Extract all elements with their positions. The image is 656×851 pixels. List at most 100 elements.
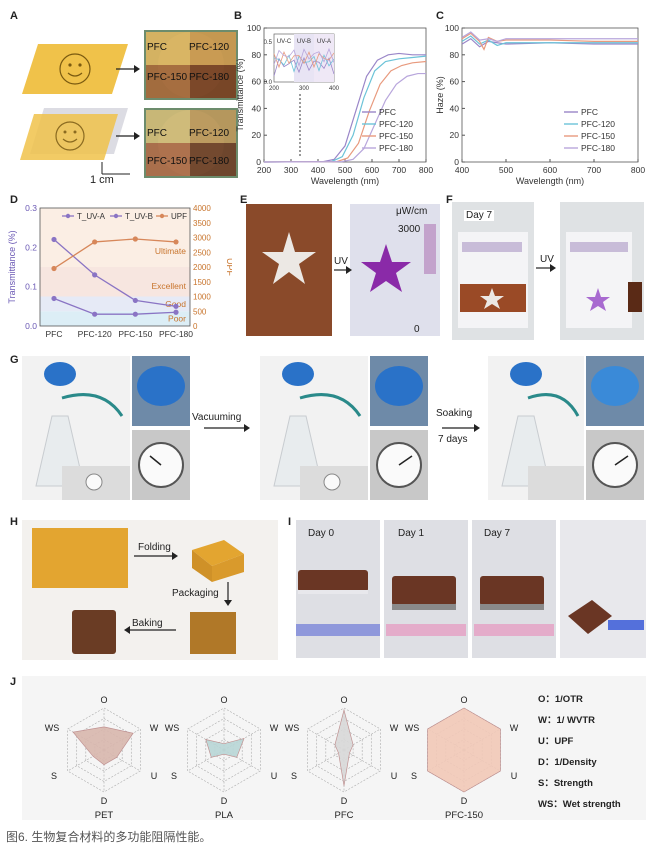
- figure: A PFC PFC-120 PFC-1: [6, 4, 650, 822]
- panel-letter-g: G: [10, 354, 19, 366]
- unit-label: μW/cm: [396, 206, 428, 217]
- inset-line: [273, 56, 335, 77]
- series-point: [51, 236, 57, 243]
- y-tick-label: 20: [450, 130, 460, 140]
- legend-marker: [159, 213, 165, 219]
- panel-letter-j: J: [10, 676, 17, 688]
- y-tick-label: 40: [252, 103, 262, 113]
- setup-after: [488, 356, 644, 500]
- radar-legend-item: U：UPF: [538, 736, 574, 747]
- radar-axis-label: O: [220, 695, 227, 705]
- vacuuming-label: Vacuuming: [192, 412, 242, 423]
- y-tick-label: 20: [252, 130, 262, 140]
- panel-h-image: [22, 520, 278, 660]
- radar-axis-label: WS: [165, 723, 180, 733]
- plot-frame: [461, 27, 639, 163]
- y-tick-label: 0: [454, 157, 459, 167]
- panel-letter-b: B: [234, 10, 242, 22]
- radar-title: PLA: [215, 810, 234, 820]
- series-line: [53, 238, 177, 307]
- y2-tick-label: 3000: [193, 234, 211, 243]
- tile-label: PFC: [147, 42, 167, 53]
- series-line: [461, 31, 638, 43]
- legend-marker: [65, 213, 71, 219]
- radar-axis-label: O: [100, 695, 107, 705]
- inset-x-tick: 200: [269, 86, 280, 92]
- y-tick-label: 80: [252, 50, 262, 60]
- y2-axis-label: UPF: [225, 258, 232, 277]
- radar-axis-label: O: [340, 695, 347, 705]
- plot-frame: [39, 207, 191, 327]
- radar-axis-label: U: [511, 771, 518, 781]
- radar-title: PFC: [335, 810, 354, 820]
- legend-label: PFC: [379, 107, 396, 117]
- radar-legend-item: W：1/ WVTR: [538, 715, 595, 726]
- x-tick-label: 800: [631, 165, 645, 175]
- legend-label: PFC-120: [379, 119, 413, 129]
- series-line: [461, 32, 638, 51]
- x-tick-label: 600: [365, 165, 379, 175]
- film-top: [22, 44, 128, 94]
- series-point: [92, 311, 98, 317]
- smiley-bottom-icon: [55, 121, 85, 151]
- radar-axis-label: O: [460, 695, 467, 705]
- y2-tick-label: 2500: [193, 248, 211, 257]
- star-cutout-icon: [262, 232, 316, 284]
- scale-top: 3000: [398, 224, 421, 235]
- y2-tick-label: 1500: [193, 278, 211, 287]
- radar-axis-label: U: [271, 771, 278, 781]
- y2-tick-label: 3500: [193, 219, 211, 228]
- tile-label: PFC-120: [189, 42, 230, 53]
- radar-axis-label: WS: [45, 723, 60, 733]
- scale-label: 1 cm: [90, 174, 114, 186]
- series-point: [132, 311, 138, 317]
- radar-grid: [187, 707, 261, 793]
- y-tick-label: 80: [450, 50, 460, 60]
- series-point: [51, 295, 57, 302]
- figure-caption: 图6. 生物复合材料的多功能阻隔性能。: [6, 830, 212, 844]
- series-point: [173, 303, 179, 309]
- panel-i-image: [296, 520, 646, 658]
- baking-label: Baking: [132, 618, 163, 629]
- y-axis-label: Haze (%): [435, 76, 445, 114]
- panel-d-chart: PoorGoodExcellentUltimate0.00.10.20.3050…: [7, 203, 232, 339]
- x-tick-label: 400: [455, 165, 469, 175]
- legend-label: PFC-150: [581, 131, 615, 141]
- legend-label: PFC-120: [581, 119, 615, 129]
- packaging-label: Packaging: [172, 588, 219, 599]
- y2-tick-label: 4000: [193, 204, 211, 213]
- panel-letter-e: E: [240, 194, 248, 206]
- legend-marker: [113, 213, 119, 219]
- x-tick-label: 700: [392, 165, 406, 175]
- x-tick-label: PFC-180: [159, 329, 193, 339]
- y-tick-label: 60: [252, 77, 262, 87]
- radar-shape: [205, 737, 245, 758]
- tile-label: PFC-180: [189, 72, 230, 83]
- x-tick-label: 400: [311, 165, 325, 175]
- y2-tick-label: 500: [193, 307, 207, 316]
- series-line: [263, 60, 427, 163]
- radar-axis-label: S: [291, 771, 297, 781]
- day-label: Day 1: [398, 528, 425, 539]
- zone-label: Ultimate: [155, 246, 186, 256]
- legend-label: PFC-180: [581, 143, 615, 153]
- uv-label: UV: [540, 254, 554, 265]
- series-point: [92, 239, 98, 245]
- scale-bottom: 0: [414, 324, 420, 335]
- series-point: [132, 297, 138, 304]
- inset-y-tick: 0.5: [264, 40, 273, 46]
- star-f2-icon: [586, 288, 610, 311]
- series-line: [53, 297, 177, 315]
- smiley-top-icon: [59, 53, 91, 85]
- y-axis-label: Transmittance (%): [7, 230, 17, 303]
- inset-x-tick: 300: [299, 86, 310, 92]
- radar-shape: [334, 708, 354, 786]
- star-uv-icon: [361, 244, 411, 292]
- tile-label: PFC-180: [189, 156, 230, 167]
- radar-legend-item: S：Strength: [538, 778, 593, 789]
- inset-label: UV-A: [317, 39, 331, 45]
- series-line: [53, 238, 177, 270]
- radar-shape: [427, 707, 501, 793]
- x-tick-label: 500: [338, 165, 352, 175]
